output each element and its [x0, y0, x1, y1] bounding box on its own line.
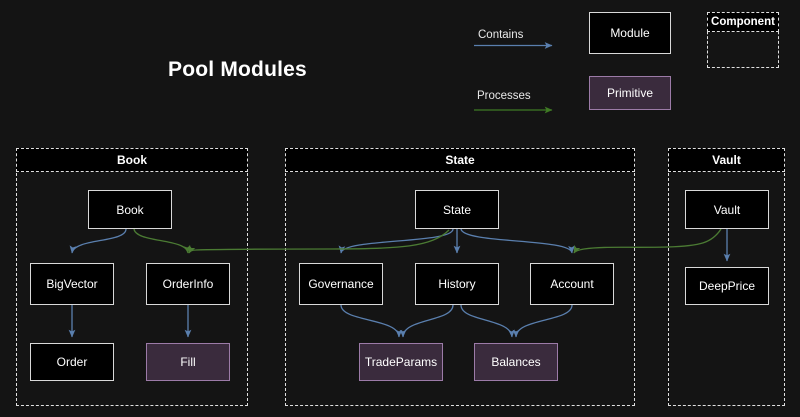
node-orderinfo[interactable]: OrderInfo: [146, 263, 230, 305]
node-history[interactable]: History: [415, 263, 499, 305]
group-vault-label: Vault: [668, 148, 785, 172]
legend-contains-label: Contains: [478, 29, 524, 41]
node-bigvector[interactable]: BigVector: [30, 263, 114, 305]
node-governance[interactable]: Governance: [299, 263, 383, 305]
diagram-title: Pool Modules: [168, 58, 307, 81]
node-vault[interactable]: Vault: [685, 190, 769, 229]
node-order[interactable]: Order: [30, 343, 114, 381]
node-balances[interactable]: Balances: [474, 343, 558, 381]
node-account[interactable]: Account: [530, 263, 614, 305]
node-tradeparams[interactable]: TradeParams: [359, 343, 443, 381]
group-book-label: Book: [16, 148, 248, 172]
legend-component-label: Component: [707, 12, 779, 32]
legend-primitive-box: Primitive: [589, 76, 671, 110]
node-deepprice[interactable]: DeepPrice: [685, 267, 769, 305]
group-state-label: State: [285, 148, 635, 172]
legend-module-box: Module: [589, 12, 671, 54]
node-state[interactable]: State: [415, 190, 499, 229]
node-book[interactable]: Book: [88, 190, 172, 229]
node-fill[interactable]: Fill: [146, 343, 230, 381]
legend-processes-label: Processes: [477, 90, 531, 102]
